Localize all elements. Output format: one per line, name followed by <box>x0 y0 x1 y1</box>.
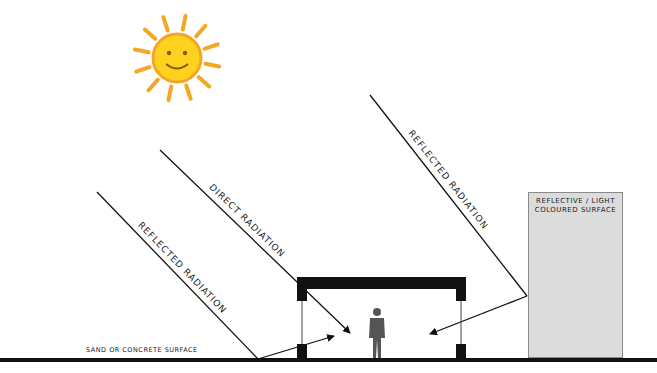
ray-label: DIRECT RADIATION <box>207 183 286 260</box>
reflected-ray <box>430 296 527 334</box>
reflected-ray <box>370 95 527 296</box>
wall-label: REFLECTIVE / LIGHT COLOURED SURFACE <box>529 193 622 220</box>
reflected-ray <box>97 192 258 359</box>
shelter <box>297 277 466 359</box>
ray-label: REFLECTED RADIATION <box>407 129 490 232</box>
surface-label: SAND OR CONCRETE SURFACE <box>86 347 198 354</box>
ground-line <box>0 358 657 362</box>
reflected-ray <box>258 336 334 359</box>
reflective-wall: REFLECTIVE / LIGHT COLOURED SURFACE <box>528 192 623 358</box>
sun <box>135 16 219 100</box>
ray-label: REFLECTED RADIATION <box>136 221 228 316</box>
person <box>369 308 385 358</box>
direct-ray <box>160 150 350 333</box>
